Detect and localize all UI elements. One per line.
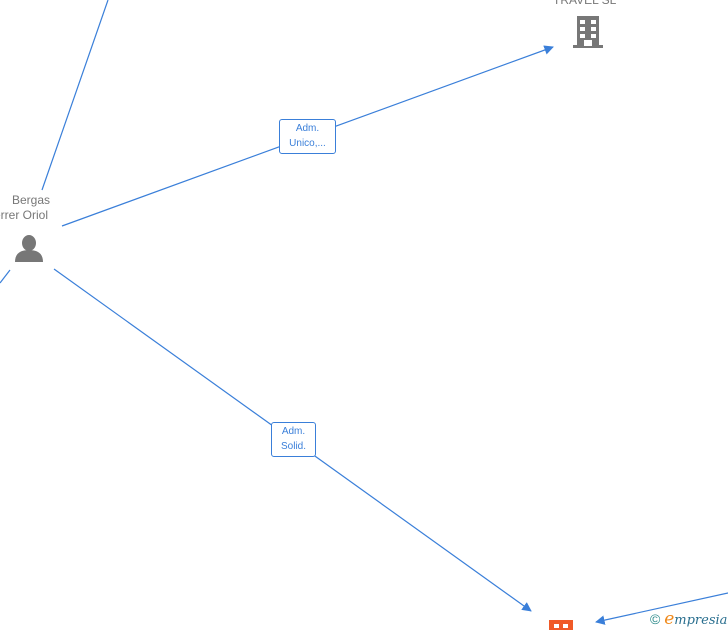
building-icon[interactable] xyxy=(573,16,603,48)
person-label-line2: errer Oriol xyxy=(0,208,49,222)
brand-rest: mpresia xyxy=(674,613,728,628)
person-icon[interactable] xyxy=(15,235,43,262)
brand-initial: e xyxy=(664,609,675,629)
relation-line1: Adm. xyxy=(281,426,306,437)
edge-offscreen-right xyxy=(595,592,728,625)
edge-offscreen-left xyxy=(0,269,11,284)
person-label[interactable]: Bergas errer Oriol xyxy=(0,193,50,223)
company-top-label[interactable]: TRAVEL SL xyxy=(553,0,617,7)
relation-line1: Adm. xyxy=(295,123,320,134)
relation-line2: Solid. xyxy=(280,441,306,452)
copyright-symbol: © xyxy=(650,611,661,627)
relation-label-adm-solid[interactable]: Adm. Solid. xyxy=(271,422,316,457)
empresia-watermark: © empresia xyxy=(650,609,727,629)
relation-label-adm-unico[interactable]: Adm. Unico,... xyxy=(279,119,336,154)
person-label-line1: Bergas xyxy=(12,193,51,207)
relation-line2: Unico,... xyxy=(289,138,326,149)
edge-offscreen-top xyxy=(41,0,109,191)
building-icon-bottom[interactable] xyxy=(549,620,573,630)
